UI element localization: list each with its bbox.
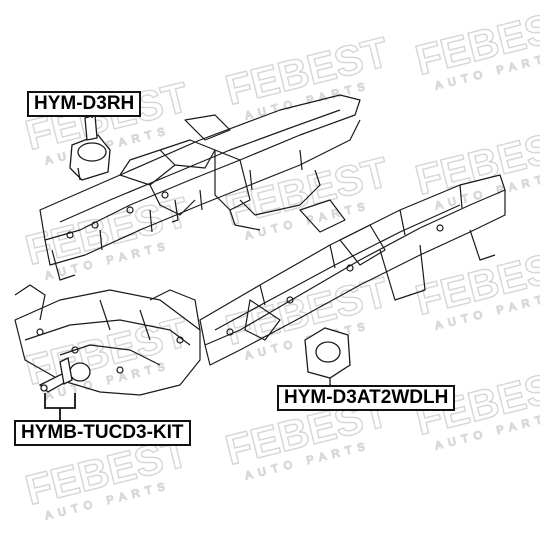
front-rail-assembly xyxy=(39,94,361,281)
label-transmission-mount-left: HYM-D3AT2WDLH xyxy=(277,385,456,411)
rear-mount-kit-part xyxy=(38,357,91,393)
subframe-crossmember xyxy=(14,284,201,396)
label-rear-mount-kit: HYMB-TUCD3-KIT xyxy=(14,420,191,446)
leader-bracket-rear-kit xyxy=(44,393,76,420)
transmission-mount-part xyxy=(304,327,351,384)
label-engine-mount-right: HYM-D3RH xyxy=(27,91,142,117)
side-rail-assembly xyxy=(199,174,506,366)
